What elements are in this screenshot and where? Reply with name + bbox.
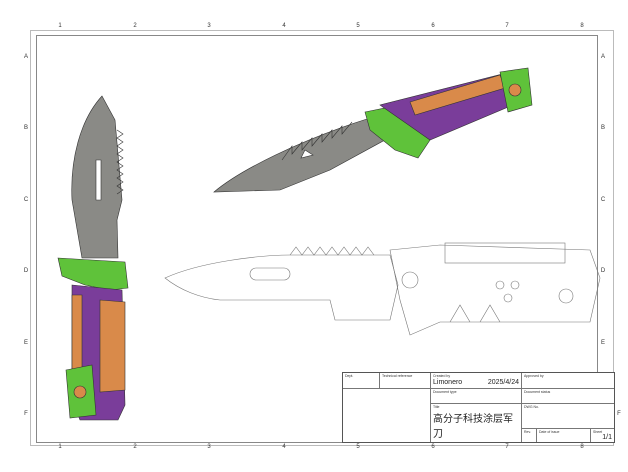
title-block: Dept. Technical reference Created by Lim… bbox=[342, 372, 615, 443]
sheet-number: 1/1 bbox=[602, 434, 612, 441]
side-pivot bbox=[401, 271, 419, 289]
side-handle-outline bbox=[389, 244, 601, 336]
drawing-frame bbox=[36, 35, 598, 443]
side-blade-slot bbox=[249, 267, 291, 281]
column-label: 6 bbox=[431, 23, 435, 29]
row-label: C bbox=[600, 197, 606, 203]
column-label: 5 bbox=[356, 444, 360, 450]
row-label: A bbox=[23, 54, 29, 60]
column-label: 3 bbox=[207, 23, 211, 29]
row-label: D bbox=[600, 268, 606, 274]
vertical-grip bbox=[99, 299, 126, 393]
column-label: 6 bbox=[431, 444, 435, 450]
row-label: F bbox=[24, 411, 28, 417]
side-line-view bbox=[164, 242, 601, 336]
created-by: Limonero bbox=[433, 379, 463, 386]
angled-blade bbox=[213, 117, 386, 193]
pommel-screw bbox=[73, 385, 87, 399]
side-serration bbox=[289, 246, 375, 256]
column-label: 1 bbox=[58, 444, 62, 450]
drawing-title: 高分子科技涂层军刀 bbox=[433, 414, 513, 440]
vertical-knife-view bbox=[57, 95, 129, 421]
column-label: 7 bbox=[505, 23, 509, 29]
approved-by-label: Approved by bbox=[524, 374, 544, 378]
row-label: C bbox=[23, 197, 29, 203]
column-label: 4 bbox=[282, 23, 286, 29]
blade-slot bbox=[95, 159, 102, 201]
title-label: Title bbox=[433, 405, 440, 409]
angled-knife-view bbox=[213, 67, 533, 193]
row-label: A bbox=[600, 54, 606, 60]
rev-label: Rev. bbox=[524, 430, 531, 434]
column-label: 2 bbox=[133, 23, 137, 29]
created-by-label: Created by bbox=[433, 374, 451, 378]
row-label: B bbox=[23, 125, 29, 131]
angled-serration bbox=[281, 121, 353, 161]
angled-pommel-screw bbox=[508, 83, 522, 97]
side-pommel-screw bbox=[558, 288, 574, 304]
outer-border bbox=[30, 30, 614, 446]
row-label: E bbox=[600, 340, 606, 346]
dwg-no-label: DWG No. bbox=[524, 405, 539, 409]
vertical-serration bbox=[116, 129, 124, 195]
column-label: 8 bbox=[580, 23, 584, 29]
column-label: 2 bbox=[133, 444, 137, 450]
column-label: 7 bbox=[505, 444, 509, 450]
vertical-guard bbox=[57, 257, 129, 291]
row-label: F bbox=[617, 411, 621, 417]
date-of-issue-label: Date of issue bbox=[539, 430, 560, 434]
tech-ref-label: Technical reference bbox=[382, 374, 413, 378]
column-label: 1 bbox=[58, 23, 62, 29]
column-label: 5 bbox=[356, 23, 360, 29]
column-label: 8 bbox=[580, 444, 584, 450]
side-blade-outline bbox=[164, 254, 399, 321]
column-label: 4 bbox=[282, 444, 286, 450]
document-type-label: Document type bbox=[433, 390, 457, 394]
document-status-label: Document status bbox=[524, 390, 551, 394]
dept-label: Dept. bbox=[345, 374, 354, 378]
row-label: E bbox=[23, 340, 29, 346]
column-label: 3 bbox=[207, 444, 211, 450]
creation-date: 2025/4/24 bbox=[487, 379, 519, 386]
row-label: B bbox=[600, 125, 606, 131]
side-rail bbox=[444, 242, 566, 264]
angled-blade-slot bbox=[300, 149, 314, 159]
row-label: D bbox=[23, 268, 29, 274]
sheet-label: Sheet bbox=[593, 430, 603, 434]
